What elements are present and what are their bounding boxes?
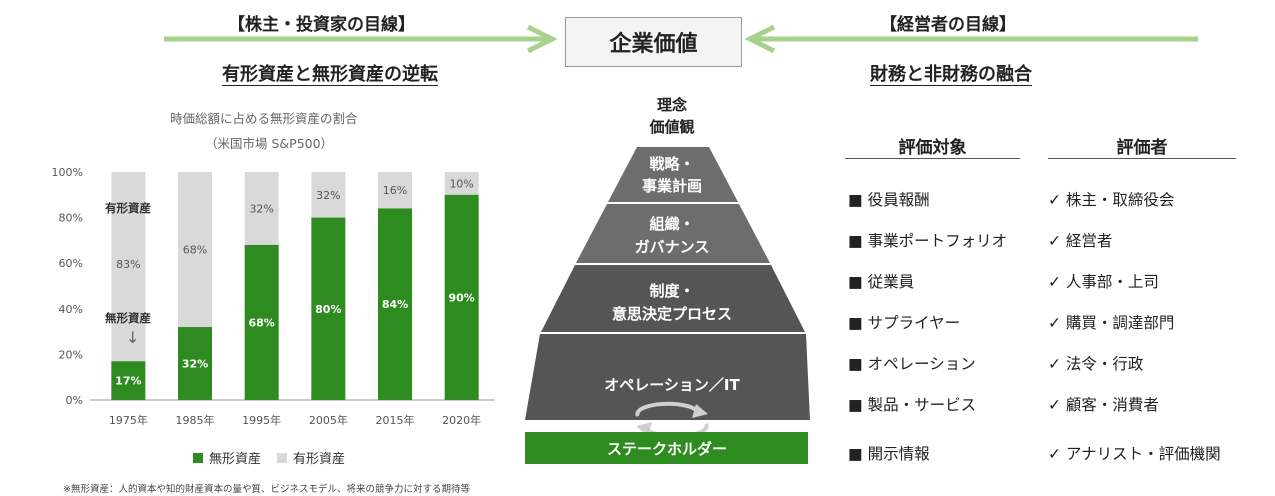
bar-label-intangible: 80% [315, 303, 341, 316]
pyramid-layer-system [541, 265, 805, 332]
bar-label-tangible: 10% [449, 177, 473, 190]
manager-view-title: 【経営者の目線】 [880, 15, 1016, 35]
bar-intangible [244, 244, 279, 400]
layer-text-system-2: 意思決定プロセス [612, 305, 732, 323]
bar-intangible [378, 208, 412, 400]
x-tick-label: 2005年 [309, 413, 348, 427]
y-tick-label: 60% [59, 257, 83, 270]
intangible-annotation: 無形資産 [105, 311, 151, 325]
stakeholder-base [525, 432, 808, 464]
left-arrow [164, 24, 558, 54]
chart-subtitle: （米国市場 S&P500） [205, 136, 334, 151]
evaluator-item: ✓ 人事部・上司 [1048, 273, 1159, 291]
column-head-evaluator: 評価者 [1116, 138, 1168, 158]
layer-text-system-1: 制度・ [649, 282, 694, 300]
evaluator-item: ✓ 顧客・消費者 [1048, 396, 1159, 414]
tangible-annotation: 有形資産 [105, 201, 151, 215]
bar-intangible [444, 194, 479, 400]
x-tick-label: 1985年 [176, 413, 215, 427]
evaluator-item: ✓ 購買・調達部門 [1048, 314, 1175, 332]
chart-title: 時価総額に占める無形資産の割合 [170, 111, 358, 126]
evaluator-item: ✓ 株主・取締役会 [1048, 191, 1175, 209]
legend-swatch-intangible [193, 452, 203, 463]
chart-legend: 無形資産 有形資産 [193, 448, 345, 467]
target-item: ■ 開示情報 [848, 445, 930, 463]
bar-label-tangible: 68% [183, 244, 207, 257]
footnote: ※無形資産：人的資本や知的財産資本の量や質、ビジネスモデル、将来の競争力に対する… [63, 484, 470, 495]
legend-swatch-tangible [277, 452, 288, 463]
bar-intangible [178, 327, 212, 400]
y-tick-label: 0% [66, 394, 83, 407]
target-item: ■ サプライヤー [848, 314, 961, 332]
evaluator-item: ✓ アナリスト・評価機関 [1048, 445, 1221, 463]
column-underline-evaluator [1048, 158, 1236, 159]
column-head-target: 評価対象 [898, 138, 967, 158]
legend-label-tangible: 有形資産 [293, 452, 346, 467]
evaluator-item: ✓ 法令・行政 [1048, 355, 1144, 373]
stakeholder-label: ステークホルダー [607, 440, 727, 458]
bar-label-intangible: 17% [115, 375, 141, 388]
target-item: ■ オペレーション [848, 355, 976, 373]
y-tick-label: 80% [59, 212, 83, 225]
bar-intangible [111, 361, 146, 400]
target-item: ■ 事業ポートフォリオ [848, 232, 1008, 250]
x-tick-label: 2020年 [442, 413, 481, 427]
bar-label-intangible: 32% [182, 358, 208, 371]
y-tick-label: 20% [59, 348, 83, 361]
layer-text-organization-1: 組織・ [649, 215, 694, 233]
pyramid-layer-organization [576, 204, 770, 263]
bar-tangible [378, 172, 412, 209]
investor-view-title: 【株主・投資家の目線】 [228, 15, 415, 35]
column-underline-target [845, 158, 1020, 159]
x-tick-label: 1975年 [109, 413, 148, 427]
pyramid-layer-operations [525, 334, 810, 420]
layer-text-operations: オペレーション／IT [604, 376, 740, 394]
left-subtitle: 有形資産と無形資産の逆転 [222, 64, 438, 85]
layer-text-philosophy-2: 価値観 [648, 118, 694, 136]
bar-label-tangible: 32% [249, 202, 273, 215]
down-arrow-icon: ↓ [126, 328, 140, 347]
x-tick-label: 1995年 [242, 413, 281, 427]
right-subtitle: 財務と非財務の融合 [870, 64, 1032, 85]
pyramid-layer-strategy [608, 147, 738, 202]
target-item: ■ 役員報酬 [848, 191, 930, 209]
bar-label-intangible: 90% [448, 291, 474, 304]
right-arrow [744, 24, 1198, 54]
bar-tangible [311, 172, 346, 218]
stacked-bar-chart: 0% 20% 40% 60% 80% 100% 17% 83% 1975年 32% 68% 1985年… [52, 166, 495, 427]
enterprise-value-box: 企業価値 [565, 17, 742, 67]
pyramid-layer-top [638, 80, 708, 145]
bar-label-tangible: 32% [316, 189, 340, 202]
bar-intangible [311, 217, 346, 400]
bar-label-tangible: 16% [383, 184, 407, 197]
bar-label-intangible: 68% [248, 316, 274, 329]
bar-label-intangible: 84% [382, 298, 408, 311]
bar-label-tangible: 83% [116, 258, 140, 271]
layer-text-strategy-1: 戦略・ [649, 155, 694, 173]
layer-text-philosophy-1: 理念 [657, 96, 687, 114]
layer-text-organization-2: ガバナンス [635, 238, 710, 256]
cycle-arrows-icon [635, 401, 709, 439]
evaluator-item: ✓ 経営者 [1048, 232, 1113, 250]
bar-tangible [244, 172, 279, 245]
layer-text-strategy-2: 事業計画 [642, 177, 702, 195]
y-tick-label: 40% [59, 303, 83, 316]
target-item: ■ 製品・サービス [848, 396, 977, 414]
target-item: ■ 従業員 [848, 273, 915, 291]
legend-label-intangible: 無形資産 [209, 452, 262, 467]
bar-tangible [111, 172, 146, 362]
bar-tangible [444, 172, 479, 195]
y-tick-label: 100% [52, 166, 83, 179]
x-tick-label: 2015年 [376, 413, 415, 427]
pyramid-diagram: 理念 価値観 戦略・ 事業計画 組織・ ガバナンス 制度・ 意思決定プロセス オ… [525, 80, 810, 464]
bar-tangible [178, 172, 212, 328]
